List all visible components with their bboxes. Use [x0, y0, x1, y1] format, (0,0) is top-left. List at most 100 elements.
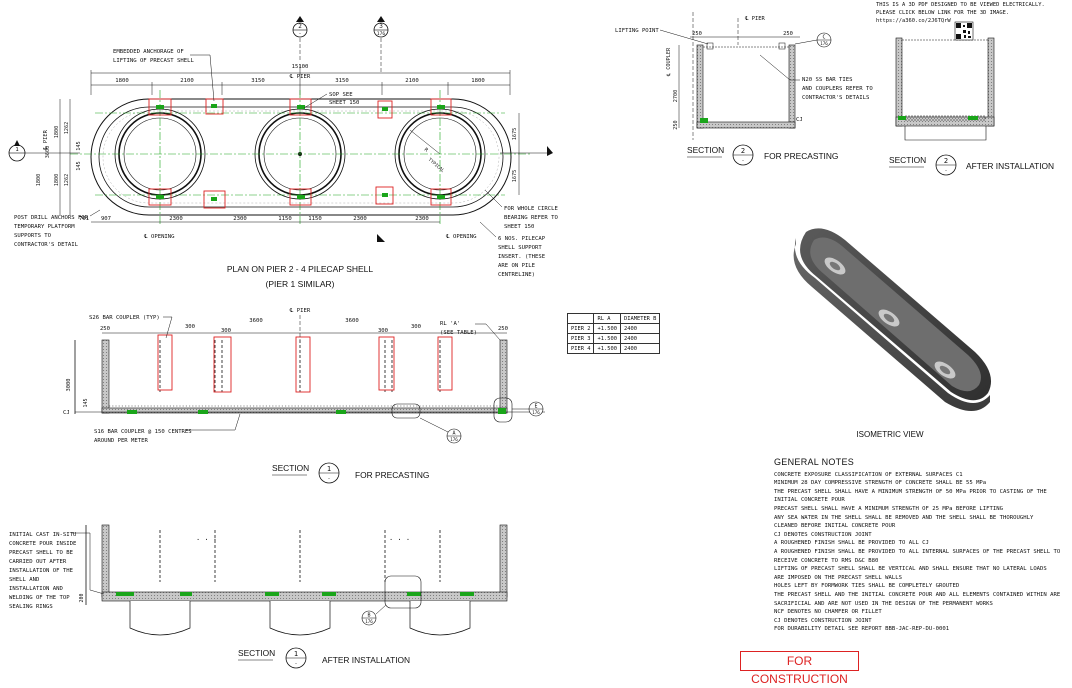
- section1-precast: 250 300 300 3600 3600 300 300 250 ℄ PIER…: [63, 308, 545, 484]
- s1-after-title: SECTION 1 - AFTER INSTALLATION: [238, 647, 410, 669]
- table-row: PIER 4 +1.500 2400: [566, 343, 661, 354]
- svg-text:FOR PRECASTING: FOR PRECASTING: [764, 151, 838, 161]
- general-note-line: CJ DENOTES CONSTRUCTION JOINT: [774, 531, 872, 538]
- s1-dim-6: 300: [378, 328, 388, 334]
- anchor-markers: [148, 98, 452, 209]
- s1-dim-4: 3600: [249, 318, 262, 324]
- table-cell: +1.500: [593, 333, 621, 344]
- svg-text:176: 176: [532, 410, 540, 415]
- pdf-note-link[interactable]: https://a360.co/2J6TQrW: [876, 18, 951, 24]
- dim-top-2: 2100: [180, 78, 193, 84]
- svg-text:SECTION: SECTION: [238, 648, 275, 658]
- radius-label: R: [423, 147, 430, 154]
- svg-text:-: -: [944, 168, 947, 174]
- dim-left-4: 1800: [54, 174, 60, 187]
- svg-text:1: 1: [327, 465, 331, 473]
- dim-top-texts: 1800 2100 3150 3150 2100 1800: [115, 78, 484, 84]
- svg-text:C: C: [822, 35, 825, 41]
- svg-text:AFTER INSTALLATION: AFTER INSTALLATION: [966, 161, 1054, 171]
- svg-text:176: 176: [450, 437, 458, 442]
- s2-dim-top-2: 250: [783, 31, 793, 37]
- general-note-line: THE PRECAST SHELL SHALL HAVE A MINIMUM S…: [774, 488, 1047, 495]
- dim-bottom-4: 2300: [233, 216, 246, 222]
- table-cell: +1.500: [593, 343, 621, 354]
- s1-bubble-a: A 176: [419, 417, 462, 444]
- radius-typical: TYPICAL: [427, 157, 446, 174]
- general-note-line: ANY SEA WATER IN THE SHELL SHALL BE REMO…: [774, 514, 1034, 521]
- svg-text:E: E: [534, 404, 537, 410]
- general-note-line: CLEANED BEFORE INITIAL CONCRETE POUR: [774, 523, 896, 530]
- section-marker-2-sub: -: [298, 31, 301, 37]
- svg-text:2: 2: [741, 147, 745, 155]
- s1-label-rl: RL 'A'(SEE TABLE): [440, 321, 501, 341]
- dim-top-1: 1800: [115, 78, 128, 84]
- rl-table: RL A DIAMETER B PIER 2 +1.500 2400 PIER …: [566, 313, 661, 354]
- general-notes-lines: CONCRETE EXPOSURE CLASSIFICATION OF EXTE…: [774, 471, 1070, 634]
- dim-top-6: 1800: [471, 78, 484, 84]
- general-note-line: HOLES LEFT BY FORMWORK TIES SHALL BE COM…: [774, 583, 960, 590]
- s2-coupler: ℄ COUPLER: [666, 47, 672, 77]
- table-cell: PIER 2: [566, 323, 595, 334]
- s2-dim-top-1: 250: [692, 31, 702, 37]
- svg-text:176: 176: [365, 619, 373, 624]
- s1-dim-5: 3600: [345, 318, 358, 324]
- s1-precast-title: SECTION 1 - FOR PRECASTING: [272, 462, 429, 484]
- svg-text:B: B: [367, 613, 370, 619]
- s2-lifting: LIFTING POINT: [615, 28, 659, 34]
- dim-bottom-1: 761: [79, 216, 89, 222]
- isometric-model: ISOMETRIC VIEW: [793, 228, 992, 439]
- s1a-bubble-b: B 176: [361, 604, 387, 626]
- s1-dim-small: 145: [83, 398, 89, 407]
- rl-table-head-2: DIAMETER B: [619, 313, 661, 324]
- svg-text:AFTER INSTALLATION: AFTER INSTALLATION: [322, 655, 410, 665]
- s1-label-coupler: S26 BAR COUPLER (TYP): [89, 315, 173, 339]
- dim-top-5: 2100: [405, 78, 418, 84]
- s2-dim-left-1: 2700: [673, 90, 679, 103]
- general-notes: GENERAL NOTES CONCRETE EXPOSURE CLASSIFI…: [774, 458, 1070, 634]
- section-marker-2: 2 -: [292, 16, 308, 60]
- svg-text:176: 176: [820, 41, 828, 46]
- svg-text:2: 2: [944, 157, 948, 165]
- dim-left-3: 145: [76, 141, 82, 150]
- svg-text:A: A: [452, 431, 455, 437]
- section-marker-2-num: 2: [298, 23, 302, 30]
- section-marker-1-right: [500, 146, 553, 156]
- svg-text:FOR PRECASTING: FOR PRECASTING: [355, 470, 429, 480]
- table-cell: 2400: [619, 343, 661, 354]
- qr-code: [954, 21, 974, 41]
- general-note-line: INITIAL CONCRETE POUR: [774, 497, 845, 504]
- pdf-3d-note: THIS IS A 3D PDF DESIGNED TO BE VIEWED E…: [876, 1, 1045, 25]
- s1-dim-7: 300: [411, 324, 421, 330]
- section2-precast: ℄ PIER 250 250 LIFTING POINT ℄ COUPLER 2…: [615, 12, 873, 166]
- s1-pier: ℄ PIER: [289, 308, 311, 314]
- dim-left-6: 145: [76, 161, 82, 170]
- s1-dim-height: 3000: [66, 379, 72, 392]
- table-cell: 2400: [619, 323, 661, 334]
- table-cell: PIER 4: [566, 343, 595, 354]
- dim-right-2: 1675: [512, 170, 518, 183]
- table-row: PIER 3 +1.500 2400: [566, 333, 661, 344]
- plan-title: PLAN ON PIER 2 - 4 PILECAP SHELL: [227, 264, 374, 274]
- s2-cj: CJ: [796, 117, 803, 123]
- general-note-line: A ROUGHENED FINISH SHALL BE PROVIDED TO …: [774, 540, 929, 547]
- s2-dim-left-2: 250: [673, 120, 679, 129]
- pdf-note-line-1: THIS IS A 3D PDF DESIGNED TO BE VIEWED E…: [876, 2, 1045, 8]
- plan-view: 2 - 3 176 1 15100 18: [8, 16, 559, 289]
- section-marker-1-left: 1: [8, 140, 80, 162]
- dim-bottom-3: 2300: [169, 216, 182, 222]
- s2-precast-title: SECTION 2 - FOR PRECASTING: [687, 144, 838, 166]
- plan-pier-left: ℄ PIER: [43, 129, 49, 150]
- table-cell: 2400: [619, 333, 661, 344]
- plan-pier-top: ℄ PIER: [289, 74, 311, 80]
- iso-title: ISOMETRIC VIEW: [856, 430, 924, 439]
- svg-text:1: 1: [15, 147, 18, 153]
